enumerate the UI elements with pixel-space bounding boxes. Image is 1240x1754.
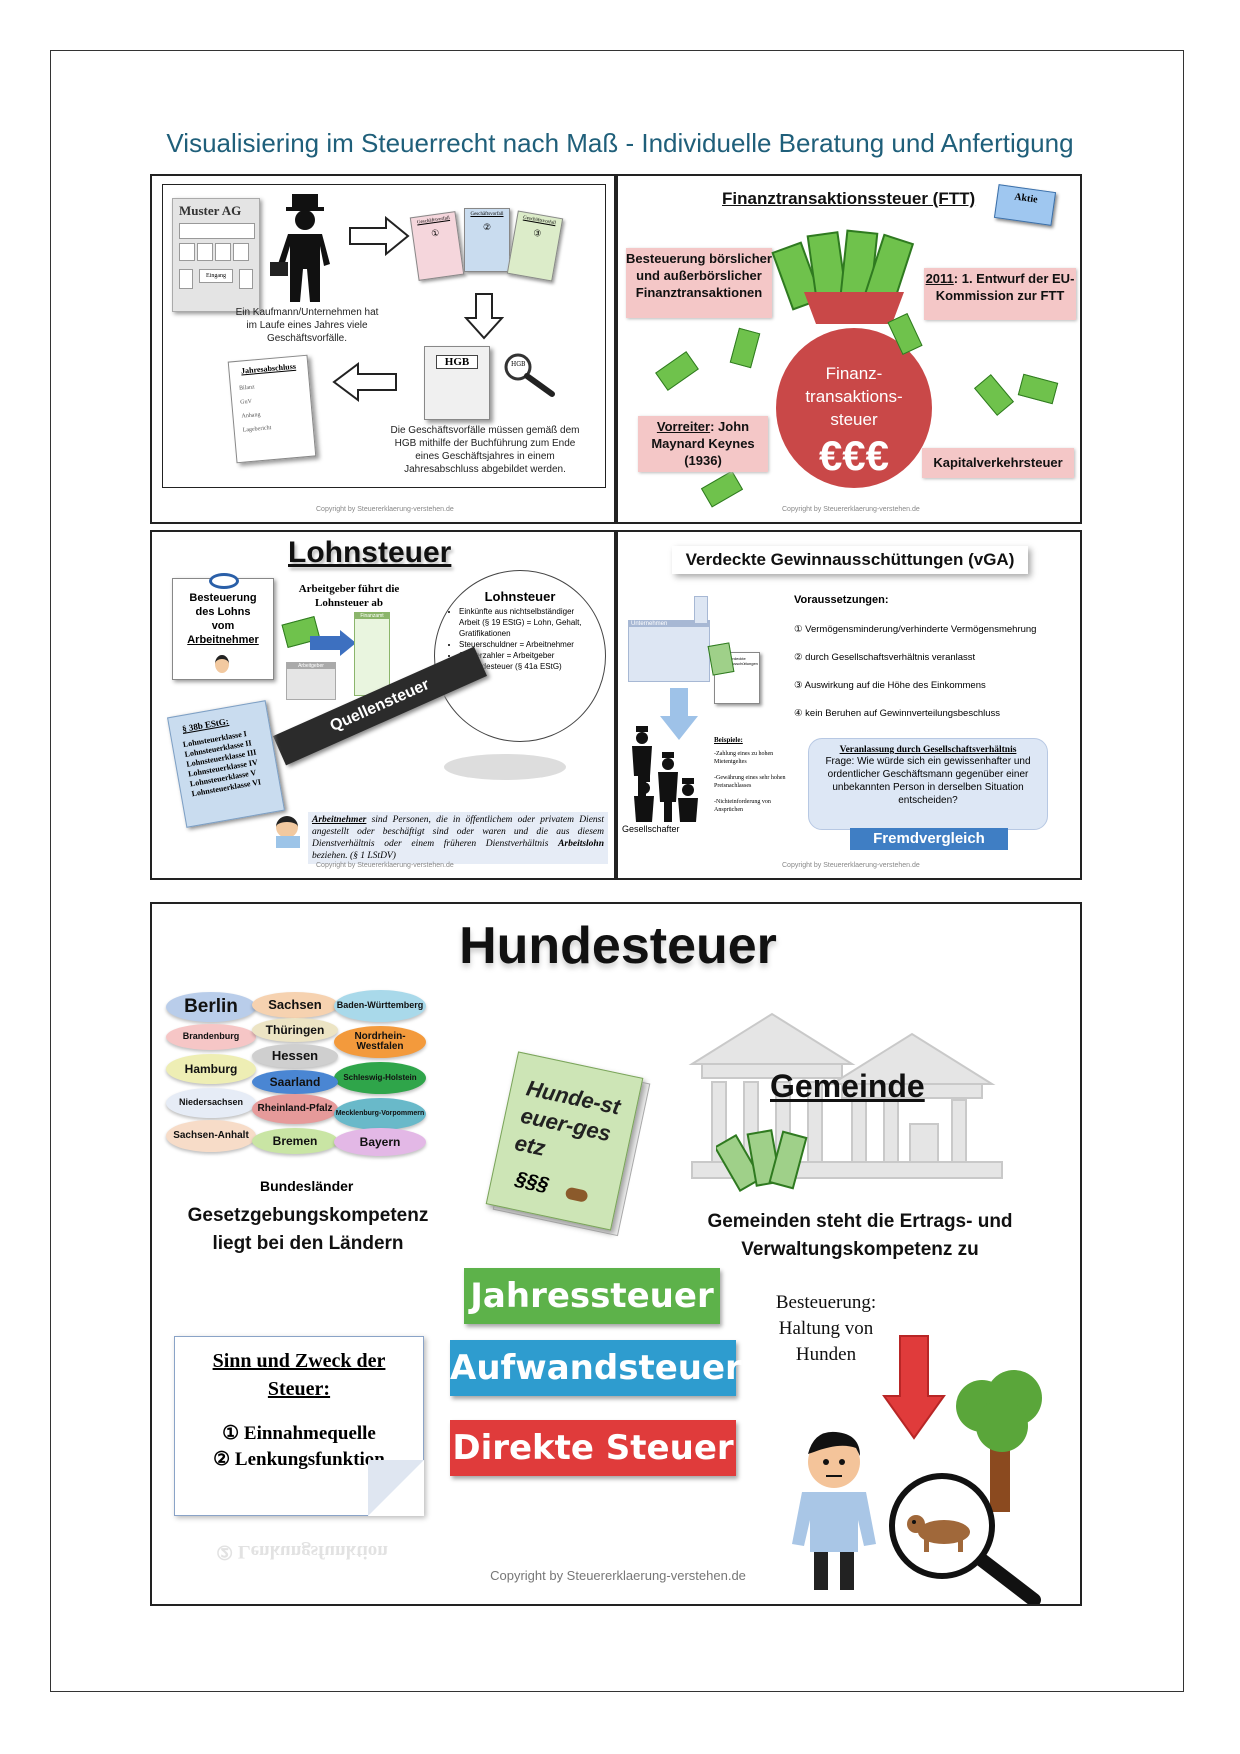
state-pill: Mecklenburg-Vorpommern — [334, 1098, 426, 1130]
panel-hundesteuer: Hundesteuer Bundesländer Gesetzgebungsko… — [150, 902, 1082, 1606]
hgb-book-icon: HGB — [424, 346, 490, 420]
gesellschafter-label: Gesellschafter — [622, 824, 680, 834]
banknote-icon — [1017, 373, 1059, 405]
copyright: Copyright by Steuererklaerung-verstehen.… — [490, 1568, 746, 1583]
euro-symbols: €€€ — [818, 432, 890, 479]
panel-lohnsteuer: Lohnsteuer Besteuerung des Lohns vom Arb… — [150, 530, 616, 880]
state-pill: Schleswig-Holstein — [334, 1062, 426, 1094]
copyright-small: Copyright by Steuererklaerung-verstehen.… — [316, 506, 454, 513]
banknote-icon — [707, 642, 735, 676]
hundesteuer-title: Hundesteuer — [459, 917, 777, 975]
state-pill: Sachsen-Anhalt — [166, 1120, 256, 1152]
panel-jahresabschluss: Muster AG Eingang Geschäftsvorfall ① Ges… — [150, 174, 616, 524]
page-title: Visualisiering im Steuerrecht nach Maß -… — [166, 128, 1074, 158]
stock-certificate-icon: Aktie — [993, 184, 1057, 226]
copyright-small: Copyright by Steuererklaerung-verstehen.… — [316, 862, 454, 869]
state-pill: Hessen — [252, 1044, 338, 1068]
examples-title: Beispiele: — [714, 736, 743, 744]
state-pill: Sachsen — [252, 992, 338, 1018]
state-pill: Nordrhein-Westfalen — [334, 1026, 426, 1058]
vga-title: Verdeckte Gewinnausschüttungen (vGA) — [672, 546, 1028, 574]
state-pill: Niedersachsen — [166, 1088, 256, 1118]
ftt-bag-text: Finanz-transaktions-steuer — [800, 362, 908, 431]
arrow-right-icon — [349, 216, 410, 256]
lohnsteuer-circle: Lohnsteuer Einkünfte aus nichtselbständi… — [434, 570, 606, 742]
state-pill: Bremen — [252, 1128, 338, 1154]
copyright-small: Copyright by Steuererklaerung-verstehen.… — [782, 862, 920, 869]
ftt-title: Finanztransaktionssteuer (FTT) — [722, 189, 976, 208]
company-building: Unternehmen — [628, 620, 710, 682]
page-border — [50, 50, 1184, 1692]
ftt-box-kapitalverkehrsteuer: Kapitalverkehrsteuer — [922, 448, 1074, 478]
tree-icon — [956, 1370, 1042, 1512]
requirements-title: Voraussetzungen: — [794, 594, 889, 606]
state-pill: Rheinland-Pfalz — [252, 1094, 338, 1124]
person-icon — [792, 1431, 876, 1590]
panel-vga: Verdeckte Gewinnausschüttungen (vGA) Unt… — [616, 530, 1082, 880]
state-pill: Hamburg — [166, 1054, 256, 1084]
svg-text:HGB: HGB — [511, 361, 526, 368]
banknote-icon — [729, 327, 761, 369]
fremdvergleich-badge: Fremdvergleich — [850, 828, 1008, 850]
company-label: Muster AG — [179, 203, 242, 218]
jahressteuer-label: Jahressteuer — [464, 1268, 720, 1324]
bar-shadow — [444, 754, 566, 780]
employee-avatar — [276, 816, 300, 848]
page-curl — [368, 1460, 424, 1516]
state-pill: Thüringen — [252, 1018, 338, 1042]
state-pill: Berlin — [166, 992, 256, 1022]
panel-ftt: Finanztransaktionssteuer (FTT) Aktie Bes… — [616, 174, 1082, 524]
state-pill: Saarland — [252, 1070, 338, 1094]
pin-icon — [209, 573, 239, 589]
direkte-steuer-label: Direkte Steuer — [450, 1420, 736, 1476]
ftt-box-2011: 2011: 1. Entwurf der EU-Kommission zur F… — [924, 268, 1076, 320]
purpose-reflection: ② Lenkungsfunktion — [216, 1541, 388, 1562]
entrance-label: Eingang — [199, 269, 233, 283]
banknote-icon — [700, 470, 744, 508]
arrow-transfer-icon — [310, 630, 356, 656]
ftt-box-keynes: Vorreiter: John Maynard Keynes (1936) — [638, 416, 768, 472]
state-pill: Baden-Württemberg — [334, 990, 426, 1022]
magnifier-icon: HGB — [504, 353, 555, 397]
building-icon: Muster AG Eingang — [172, 198, 260, 312]
employer-building: Arbeitgeber — [286, 662, 336, 700]
purpose-note: Sinn und Zweck der Steuer: ① Einnahmeque… — [174, 1336, 424, 1516]
shareholders-icon — [632, 726, 698, 822]
money-bills-icon — [716, 1129, 808, 1193]
hgb-text: Die Geschäftsvorfälle müssen gemäß dem H… — [390, 425, 580, 475]
competence-left: Gesetzgebungskompetenz liegt bei den Län… — [187, 1205, 429, 1254]
banknote-icon — [974, 374, 1014, 416]
estg-card: § 38b EStG: Lohnsteuerklasse I Lohnsteue… — [167, 700, 285, 828]
state-pill: Bayern — [334, 1128, 426, 1156]
fremdvergleich-box: Veranlassung durch Gesellschaftsverhältn… — [808, 738, 1048, 830]
copyright-small: Copyright by Steuererklaerung-verstehen.… — [782, 506, 920, 513]
arrow-down-icon — [464, 293, 504, 340]
red-arrow-down-icon — [882, 1335, 946, 1440]
arrow-left-icon — [332, 362, 397, 402]
merchant-text: Ein Kaufmann/Unternehmen hat im Laufe ei… — [235, 307, 379, 344]
aufwandsteuer-label: Aufwandsteuer — [450, 1340, 742, 1396]
lohn-note: Besteuerung des Lohns vom Arbeitnehmer — [172, 573, 274, 680]
business-transaction-doc-1: Geschäftsvorfall ① — [409, 211, 465, 281]
arrow-down-icon — [660, 688, 698, 740]
employer-text: Arbeitgeber führt die Lohnsteuer ab — [298, 583, 400, 609]
annual-statement-doc: Jahresabschluss Bilanz GuV Anhang Lagebe… — [227, 354, 317, 464]
gemeinde-label: Gemeinde — [770, 1068, 925, 1104]
ftt-box-taxation: Besteuerung börslicher und außerbörslich… — [626, 248, 772, 318]
bundeslaender-label: Bundesländer — [260, 1178, 354, 1194]
dog-tax-law-book: Hunde-steuer-gesetz §§§ — [485, 1051, 653, 1237]
magnifier-dog-icon — [889, 1473, 1041, 1604]
person-icon — [215, 655, 229, 673]
taxation-subject: Besteuerung: Haltung von Hunden — [775, 1292, 877, 1365]
state-pill: Brandenburg — [166, 1024, 256, 1050]
competence-right: Gemeinden steht die Ertrags- und Verwalt… — [707, 1211, 1013, 1260]
employee-definition: Arbeitnehmer sind Personen, die in öffen… — [308, 812, 608, 864]
businessman-icon — [270, 194, 330, 302]
business-transaction-doc-2: Geschäftsvorfall ② — [464, 208, 510, 272]
banknote-icon — [655, 351, 699, 391]
lohnsteuer-title: Lohnsteuer — [288, 536, 452, 569]
tax-office-building: Finanzamt — [354, 612, 390, 696]
